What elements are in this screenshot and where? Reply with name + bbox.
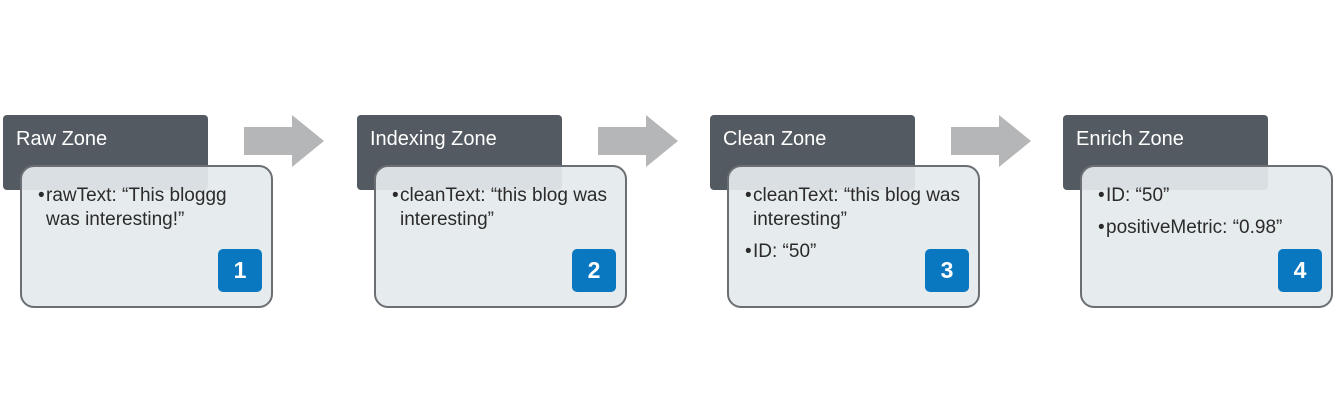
zone-title: Indexing Zone [370,128,497,150]
bullet-list: cleanText: “this blog was interesting” [392,184,617,240]
step-badge: 4 [1278,249,1322,292]
zone-enrich: Enrich Zone ID: “50” positiveMetric: “0.… [1063,115,1333,310]
zone-title: Enrich Zone [1076,128,1184,150]
bullet-list: cleanText: “this blog was interesting” I… [745,184,970,272]
bullet-item: rawText: “This bloggg was interesting!” [38,184,263,232]
bullet-item: cleanText: “this blog was interesting” [392,184,617,232]
zone-card: cleanText: “this blog was interesting” I… [727,165,980,308]
arrow-right-icon [951,115,1031,167]
zone-card: rawText: “This bloggg was interesting!” … [20,165,273,308]
bullet-item: ID: “50” [745,240,970,264]
arrow-right-icon [244,115,324,167]
bullet-list: rawText: “This bloggg was interesting!” [38,184,263,240]
zone-indexing: Indexing Zone cleanText: “this blog was … [357,115,627,310]
bullet-item: positiveMetric: “0.98” [1098,216,1323,240]
bullet-item: ID: “50” [1098,184,1323,208]
zone-raw: Raw Zone rawText: “This bloggg was inter… [3,115,273,310]
zone-clean: Clean Zone cleanText: “this blog was int… [710,115,980,310]
zone-title: Raw Zone [16,128,108,150]
step-badge: 2 [572,249,616,292]
step-badge: 1 [218,249,262,292]
bullet-list: ID: “50” positiveMetric: “0.98” [1098,184,1323,248]
zone-card: ID: “50” positiveMetric: “0.98” 4 [1080,165,1333,308]
step-badge: 3 [925,249,969,292]
zone-card: cleanText: “this blog was interesting” 2 [374,165,627,308]
bullet-item: cleanText: “this blog was interesting” [745,184,970,232]
zone-title: Clean Zone [723,128,827,150]
arrow-right-icon [598,115,678,167]
